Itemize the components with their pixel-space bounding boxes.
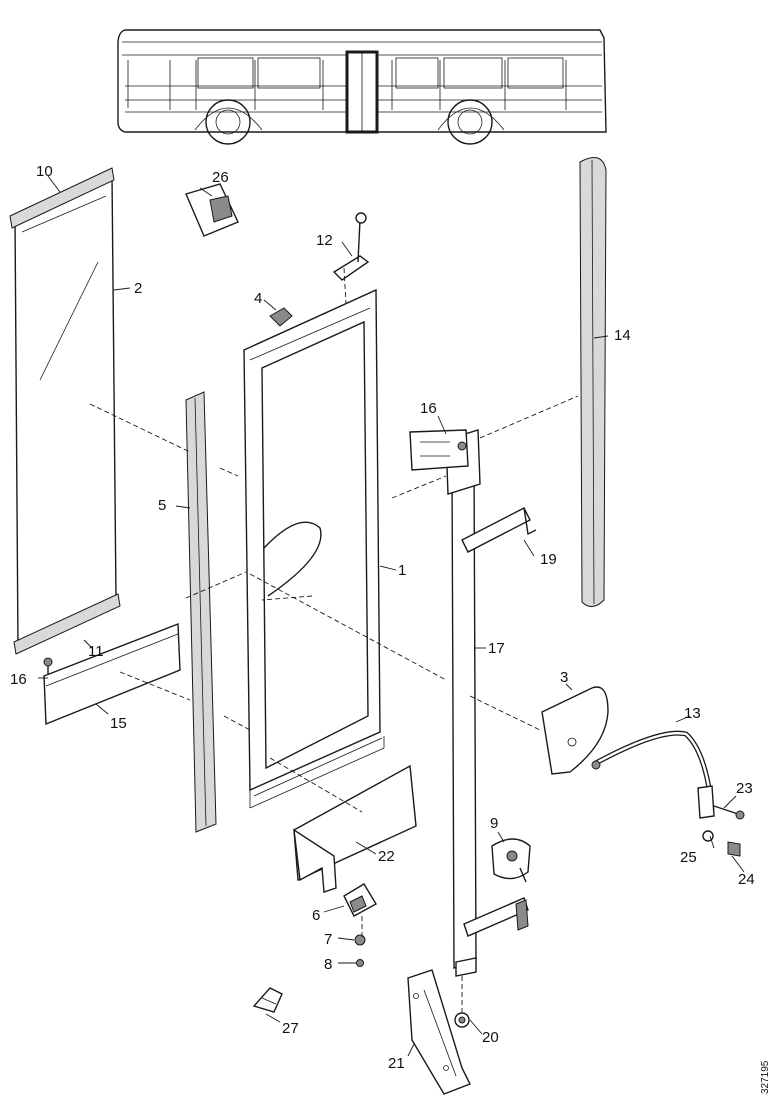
part-15-kick-panel bbox=[43, 622, 181, 726]
callout-22: 22 bbox=[378, 848, 395, 865]
reference-code: 327195 bbox=[760, 1060, 771, 1094]
part-20-bearing bbox=[454, 1012, 470, 1028]
part-14-profile bbox=[579, 157, 607, 607]
leader-lines bbox=[38, 175, 745, 1057]
callout-27: 27 bbox=[282, 1020, 299, 1037]
callout-12: 12 bbox=[316, 232, 333, 249]
callout-10: 10 bbox=[36, 163, 53, 180]
callout-16-top: 16 bbox=[420, 400, 437, 417]
part-19-upper-arm bbox=[461, 507, 537, 553]
callout-9: 9 bbox=[490, 815, 498, 832]
callout-2: 2 bbox=[134, 280, 142, 297]
part-12-latch bbox=[332, 212, 370, 281]
part-23-bolt bbox=[713, 805, 745, 820]
callout-labels: 10 2 26 12 4 14 16 5 1 19 11 17 16 3 15 … bbox=[10, 163, 755, 1072]
part-24-nut bbox=[727, 841, 741, 857]
callout-20: 20 bbox=[482, 1029, 499, 1046]
part-9-pivot-housing bbox=[491, 838, 531, 883]
callout-26: 26 bbox=[212, 169, 229, 186]
callout-25: 25 bbox=[680, 849, 697, 866]
part-4-clip bbox=[269, 307, 293, 327]
callout-5: 5 bbox=[158, 497, 166, 514]
lower-arm bbox=[463, 897, 529, 937]
part-27-block bbox=[252, 987, 283, 1013]
part-10-top-rail bbox=[9, 167, 115, 229]
callout-23: 23 bbox=[736, 780, 753, 797]
part-7-nut bbox=[354, 934, 366, 946]
part-6-small-bracket bbox=[343, 883, 377, 917]
callout-4: 4 bbox=[254, 290, 262, 307]
callout-24: 24 bbox=[738, 871, 755, 888]
callout-16-left: 16 bbox=[10, 671, 27, 688]
callout-11: 11 bbox=[88, 643, 104, 660]
part-1-door-frame bbox=[243, 288, 385, 809]
assembly-lines bbox=[89, 267, 579, 1012]
callout-14: 14 bbox=[614, 327, 631, 344]
callout-15: 15 bbox=[110, 715, 127, 732]
part-5-seal-strip bbox=[185, 391, 217, 833]
callout-17: 17 bbox=[488, 640, 505, 657]
callout-6: 6 bbox=[312, 907, 320, 924]
callout-21: 21 bbox=[388, 1055, 405, 1072]
callout-8: 8 bbox=[324, 956, 332, 973]
part-2-glass-pane bbox=[14, 174, 117, 650]
part-22-bottom-guide bbox=[293, 764, 417, 893]
part-16-hinge-plate bbox=[409, 429, 469, 471]
part-21-floor-plate bbox=[407, 969, 471, 1095]
part-13-curved-rod bbox=[591, 730, 715, 819]
callout-1: 1 bbox=[398, 562, 406, 579]
part-17-door-column bbox=[445, 429, 481, 977]
part-26-bracket bbox=[185, 183, 239, 237]
part-3-bracket-plate bbox=[541, 686, 609, 775]
callout-19: 19 bbox=[540, 551, 557, 568]
bus-overview bbox=[117, 29, 607, 145]
part-11-bottom-rail bbox=[13, 593, 121, 655]
callout-13: 13 bbox=[684, 705, 701, 722]
callout-3: 3 bbox=[560, 669, 568, 686]
part-8-screw bbox=[356, 959, 364, 967]
callout-7: 7 bbox=[324, 931, 332, 948]
